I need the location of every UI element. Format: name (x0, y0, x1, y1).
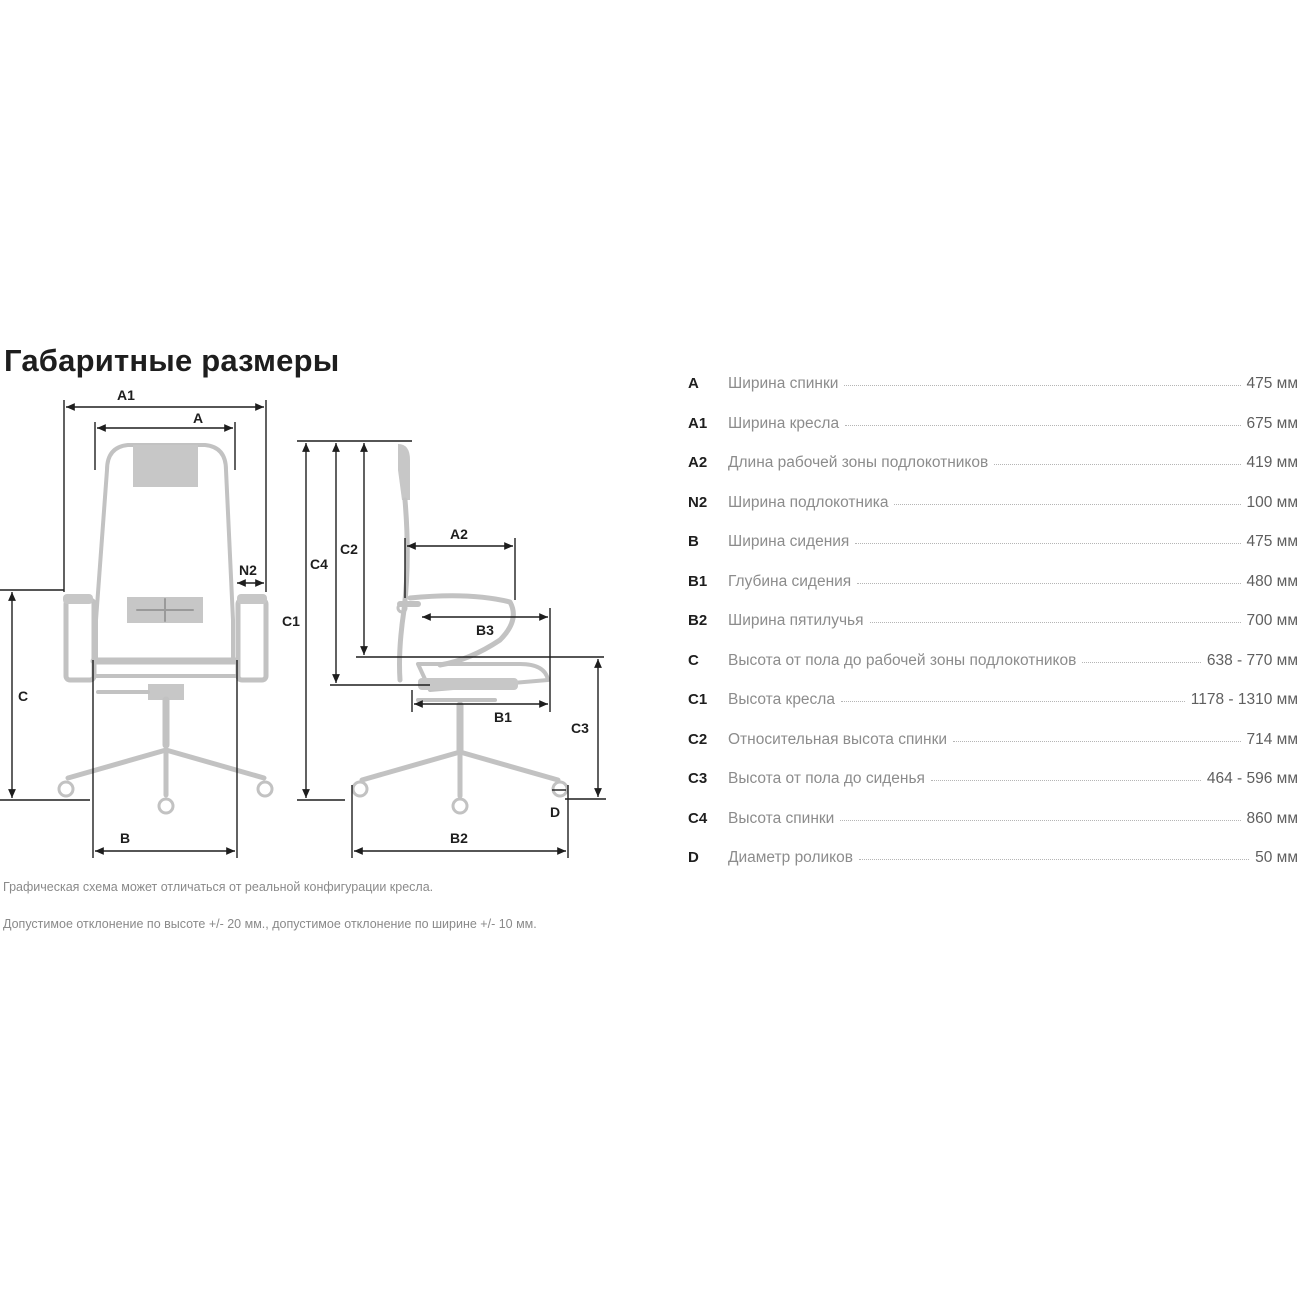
spec-value: 419 мм (1246, 454, 1298, 471)
dotted-leader (953, 740, 1241, 742)
spec-code: A1 (688, 414, 708, 432)
spec-code: B1 (688, 572, 708, 590)
dotted-leader (1082, 661, 1201, 663)
spec-row: C1 Высота кресла 1178 - 1310 мм (688, 691, 1298, 731)
spec-label: Высота кресла (728, 691, 835, 708)
spec-value: 714 мм (1246, 730, 1298, 748)
spec-value: 675 мм (1246, 414, 1298, 432)
label-c: C (18, 688, 28, 704)
spec-row: D Диаметр роликов 50 мм (688, 849, 1298, 889)
dotted-leader (840, 700, 1185, 702)
page-title: Габаритные размеры (4, 343, 340, 378)
spec-label: Высота от пола до сиденья (728, 770, 925, 787)
spec-row: A2 Длина рабочей зоны подлокотников 419 … (688, 454, 1298, 494)
dotted-leader (858, 858, 1250, 860)
spec-label: Ширина подлокотника (728, 493, 889, 511)
spec-row: B1 Глубина сидения 480 мм (688, 573, 1298, 613)
dotted-leader (857, 582, 1241, 584)
spec-code: A2 (688, 454, 708, 471)
spec-code: C (688, 651, 699, 669)
dotted-leader (869, 621, 1241, 623)
spec-label: Высота спинки (728, 809, 835, 827)
label-a2: A2 (450, 526, 468, 542)
dotted-leader (840, 819, 1241, 821)
spec-row: A Ширина спинки 475 мм (688, 375, 1298, 415)
spec-value: 480 мм (1246, 572, 1298, 590)
spec-value: 638 - 770 мм (1206, 651, 1298, 669)
label-d: D (550, 804, 560, 820)
spec-value: 475 мм (1246, 375, 1298, 392)
spec-label: Ширина сидения (728, 533, 850, 550)
label-b: B (120, 830, 130, 846)
spec-label: Глубина сидения (728, 572, 852, 590)
spec-code: C2 (688, 730, 708, 748)
spec-label: Длина рабочей зоны подлокотников (728, 454, 989, 471)
label-c4: C4 (310, 556, 328, 572)
tolerance-note: Допустимое отклонение по высоте +/- 20 м… (3, 917, 537, 931)
spec-row: C4 Высота спинки 860 мм (688, 810, 1298, 850)
spec-row: C Высота от пола до рабочей зоны подлоко… (688, 652, 1298, 692)
spec-label: Ширина кресла (728, 414, 840, 432)
spec-value: 860 мм (1246, 809, 1298, 827)
chair-front-view (57, 443, 274, 815)
spec-value: 100 мм (1246, 493, 1298, 511)
spec-label: Высота от пола до рабочей зоны подлокотн… (728, 651, 1077, 669)
label-c2: C2 (340, 541, 358, 557)
spec-row: B Ширина сидения 475 мм (688, 533, 1298, 573)
spec-row: N2 Ширина подлокотника 100 мм (688, 494, 1298, 534)
diagram-disclaimer: Графическая схема может отличаться от ре… (3, 880, 434, 894)
spec-label: Ширина спинки (728, 375, 839, 392)
spec-label: Относительная высота спинки (728, 730, 948, 748)
spec-code: D (688, 849, 699, 866)
dotted-leader (894, 503, 1241, 505)
spec-label: Диаметр роликов (728, 849, 853, 866)
spec-row: A1 Ширина кресла 675 мм (688, 415, 1298, 455)
spec-row: C2 Относительная высота спинки 714 мм (688, 731, 1298, 771)
spec-row: B2 Ширина пятилучья 700 мм (688, 612, 1298, 652)
label-b2: B2 (450, 830, 468, 846)
chair-dimensions-diagram: A1 A N2 C B C1 C4 C2 A2 B3 B1 C3 D B2 (0, 387, 606, 858)
spec-value: 475 мм (1246, 533, 1298, 550)
spec-row: C3 Высота от пола до сиденья 464 - 596 м… (688, 770, 1298, 810)
dotted-leader (855, 542, 1241, 544)
spec-code: A (688, 375, 699, 392)
label-c3: C3 (571, 720, 589, 736)
spec-code: B2 (688, 612, 708, 629)
spec-code: C4 (688, 809, 708, 827)
spec-code: C1 (688, 691, 708, 708)
spec-value: 700 мм (1246, 612, 1298, 629)
spec-value: 50 мм (1255, 849, 1298, 866)
label-a: A (193, 410, 203, 426)
spec-value: 464 - 596 мм (1206, 770, 1298, 787)
chair-side-view (351, 444, 569, 815)
spec-code: B (688, 533, 699, 550)
spec-code: C3 (688, 770, 708, 787)
dotted-leader (844, 384, 1241, 386)
label-a1: A1 (117, 387, 135, 403)
label-b1: B1 (494, 709, 512, 725)
label-n2: N2 (239, 562, 257, 578)
label-b3: B3 (476, 622, 494, 638)
dotted-leader (930, 779, 1201, 781)
dimensions-spec-table: A Ширина спинки 475 мм A1 Ширина кресла … (688, 375, 1298, 889)
spec-code: N2 (688, 493, 708, 511)
dotted-leader (845, 424, 1241, 426)
dotted-leader (994, 463, 1241, 465)
spec-label: Ширина пятилучья (728, 612, 864, 629)
label-c1: C1 (282, 613, 300, 629)
spec-value: 1178 - 1310 мм (1190, 691, 1298, 708)
